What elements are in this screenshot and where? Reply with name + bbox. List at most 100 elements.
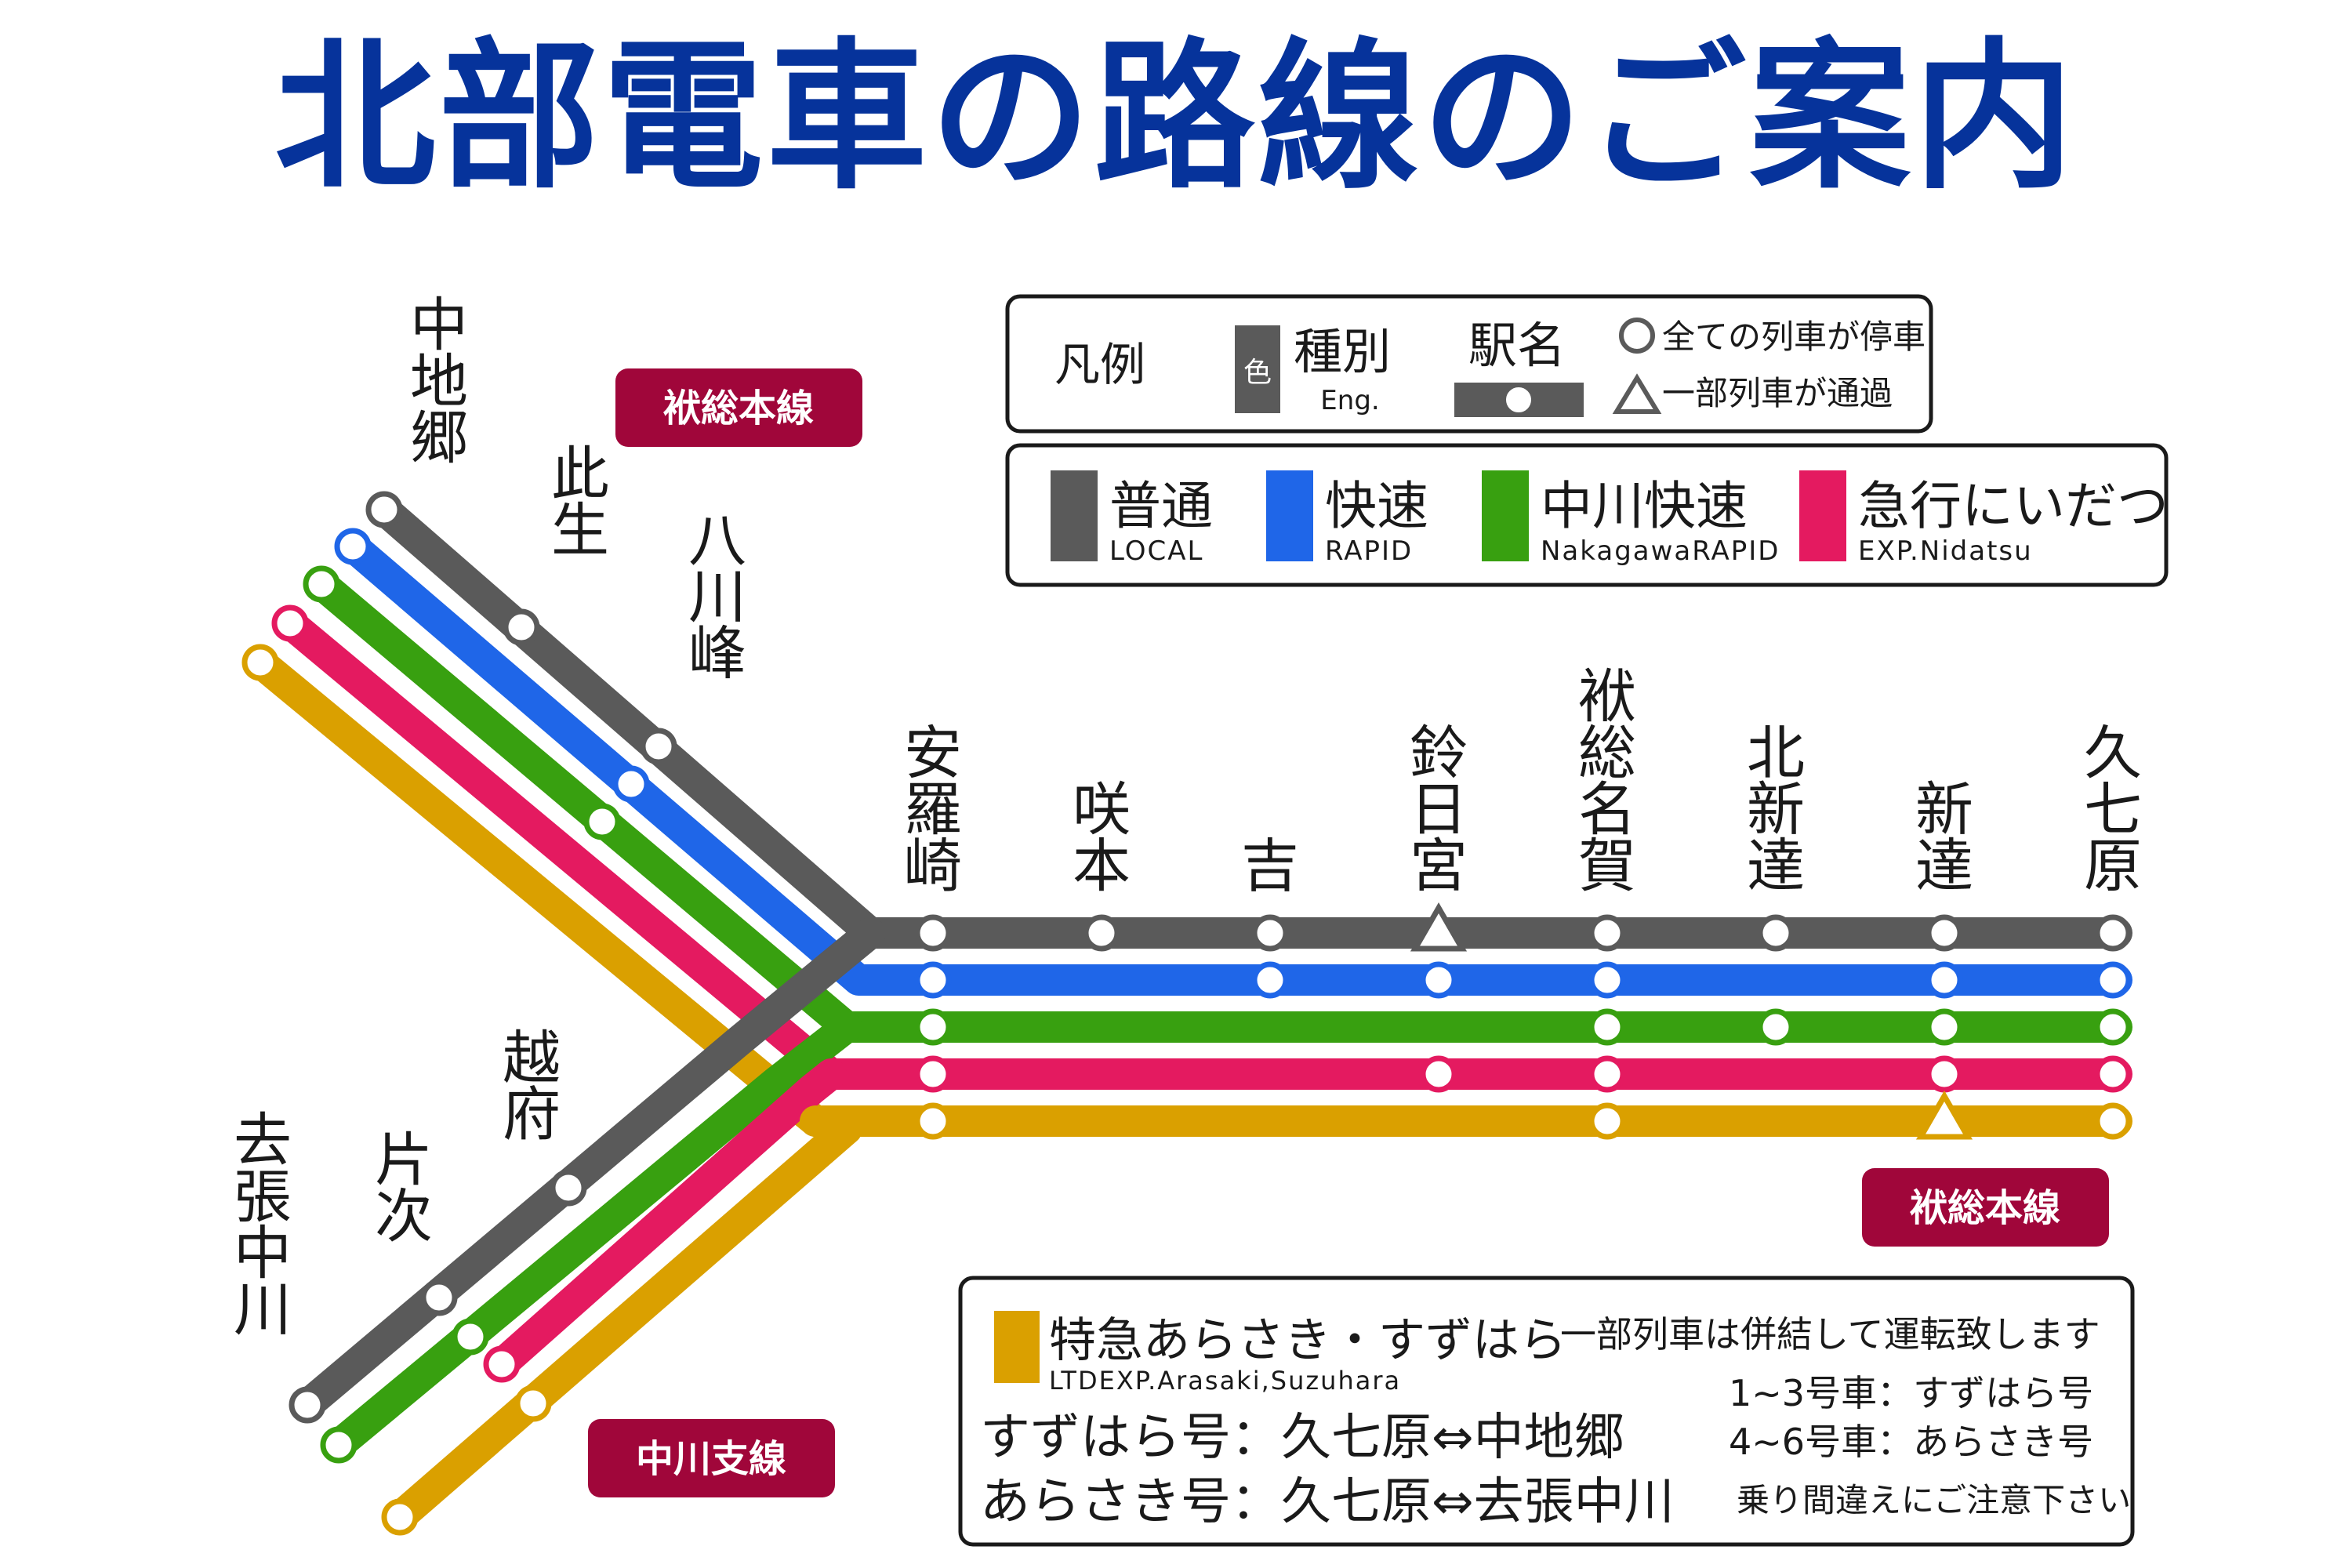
legend-all-stop: 全ての列車が停車 <box>1662 318 1926 356</box>
line-badge-main-top: 袱総本線 <box>615 368 862 447</box>
coupling-note: 一部列車は併結して運転致します <box>1560 1313 2100 1356</box>
station-name: 中地郷 <box>410 292 468 472</box>
station-marker <box>483 1345 521 1383</box>
station-marker <box>612 765 650 803</box>
line-badge-branch: 中川支線 <box>588 1419 835 1497</box>
train-type-name-en: EXP.Nidatsu <box>1858 535 2033 567</box>
train-type-swatch <box>1266 470 1313 561</box>
station-marker <box>365 491 403 528</box>
station-name: 去張中川 <box>234 1107 292 1344</box>
station-name: 咲本 <box>1073 776 1131 900</box>
station-marker <box>334 528 372 565</box>
train-type-swatch <box>1482 470 1529 561</box>
suzuhara-route: すずはら号：久七原⇔中地郷 <box>980 1409 1624 1467</box>
station-markers <box>241 491 2132 1536</box>
cars-4-6: 4~6号車：あらさき号 <box>1729 1421 2093 1463</box>
station-name: 北新達 <box>1747 720 1805 900</box>
pass-marker <box>1915 1090 1973 1140</box>
station-marker <box>1251 961 1289 999</box>
station-marker <box>1251 914 1289 952</box>
station-marker <box>503 608 540 646</box>
station-name: 鈴日宮 <box>1410 720 1468 900</box>
station-marker <box>271 604 309 642</box>
station-marker <box>2094 1008 2132 1046</box>
station-marker-sample <box>1501 383 1536 417</box>
station-marker <box>1757 1008 1795 1046</box>
all-stop-symbol <box>1619 318 1655 354</box>
station-marker <box>1926 914 1963 952</box>
train-type-name-en: NakagawaRAPID <box>1541 535 1780 567</box>
station-marker <box>289 1386 326 1424</box>
station-name: 八川峰 <box>688 507 746 688</box>
station-name: 安羅崎 <box>904 720 962 900</box>
arasaki-route: あらさき号：久七原⇔去張中川 <box>980 1473 1675 1531</box>
station-marker <box>1757 914 1795 952</box>
line-badge-label: 袱総本線 <box>662 387 814 430</box>
legend-station-name: 駅名 <box>1468 317 1566 374</box>
station-marker <box>914 961 952 999</box>
station-name: 新達 <box>1915 776 1973 900</box>
station-name: 此生 <box>551 441 609 564</box>
line-badge-main-right: 袱総本線 <box>1862 1168 2109 1247</box>
legend-type-en: Eng. <box>1320 385 1379 416</box>
ltd-express-name-en: LTDEXP.Arasaki,Suzuhara <box>1049 1366 1401 1396</box>
station-marker <box>241 644 279 681</box>
station-marker <box>514 1385 552 1422</box>
station-marker <box>420 1279 458 1316</box>
express-line-branch <box>486 1058 847 1380</box>
station-marker <box>583 803 621 840</box>
station-marker <box>320 1426 358 1464</box>
station-marker <box>2094 961 2132 999</box>
train-type-swatch <box>1051 470 1098 561</box>
station-marker <box>1926 1055 1963 1093</box>
legend-ltd-express: 特急あらさき・すずはら LTDEXP.Arasaki,Suzuhara 一部列車… <box>958 1276 2135 1547</box>
station-marker <box>1083 914 1120 952</box>
ltd-express-name: 特急あらさき・すずはら <box>1049 1313 1566 1368</box>
station-labels: 安羅崎咲本吉鈴日宮袱総名賀北新達新達久七原中地郷此生八川峰去張中川片次越府 <box>234 292 2142 1344</box>
station-marker <box>550 1169 587 1207</box>
legend-train-types: 普通LOCAL快速RAPID中川快速NakagawaRAPID急行にいだつEXP… <box>1005 443 2169 587</box>
train-type-name: 普通 <box>1109 476 1213 536</box>
legend-caption: 凡例 <box>1054 338 1145 391</box>
station-marker <box>381 1498 419 1536</box>
station-name: 越府 <box>503 1025 561 1149</box>
station-marker <box>1588 1055 1626 1093</box>
station-name: 久七原 <box>2084 720 2142 900</box>
line-badge-label: 袱総本線 <box>1909 1186 2060 1230</box>
station-marker <box>914 1102 952 1140</box>
station-marker <box>1420 1055 1457 1093</box>
station-marker <box>1588 1008 1626 1046</box>
some-pass-symbol <box>1612 373 1662 414</box>
station-marker <box>640 728 677 765</box>
station-name: 吉 <box>1241 833 1299 900</box>
station-marker <box>1588 1102 1626 1140</box>
train-type-name-en: RAPID <box>1325 535 1413 567</box>
caution-note: 乗り間違えにご注意下さい <box>1737 1481 2131 1519</box>
ltd-express-swatch <box>994 1311 1040 1383</box>
train-type-name: 中川快速 <box>1541 476 1748 536</box>
station-marker <box>914 914 952 952</box>
color-swatch <box>1235 325 1280 413</box>
station-marker <box>1926 1008 1963 1046</box>
station-marker <box>303 565 340 603</box>
station-marker <box>1926 961 1963 999</box>
station-marker <box>914 1055 952 1093</box>
station-marker <box>1588 914 1626 952</box>
nakagawa-rapid-line-branch <box>323 1011 862 1461</box>
station-marker <box>2094 1055 2132 1093</box>
cars-1-3: 1~3号車：すずはら号 <box>1729 1372 2093 1414</box>
ltd-express-line-branch <box>384 1105 862 1533</box>
station-name: 片次 <box>375 1127 433 1250</box>
route-lines <box>245 494 2132 1533</box>
station-marker <box>1420 961 1457 999</box>
pass-marker <box>1410 902 1468 952</box>
legend-some-pass: 一部列車が通過 <box>1662 374 1893 412</box>
station-marker <box>1588 961 1626 999</box>
station-marker <box>2094 1102 2132 1140</box>
train-type-name: 快速 <box>1325 476 1428 536</box>
train-type-swatch <box>1799 470 1846 561</box>
color-symbol: 色 <box>1243 357 1272 389</box>
station-marker <box>452 1318 489 1356</box>
line-badge-label: 中川支線 <box>636 1437 786 1481</box>
